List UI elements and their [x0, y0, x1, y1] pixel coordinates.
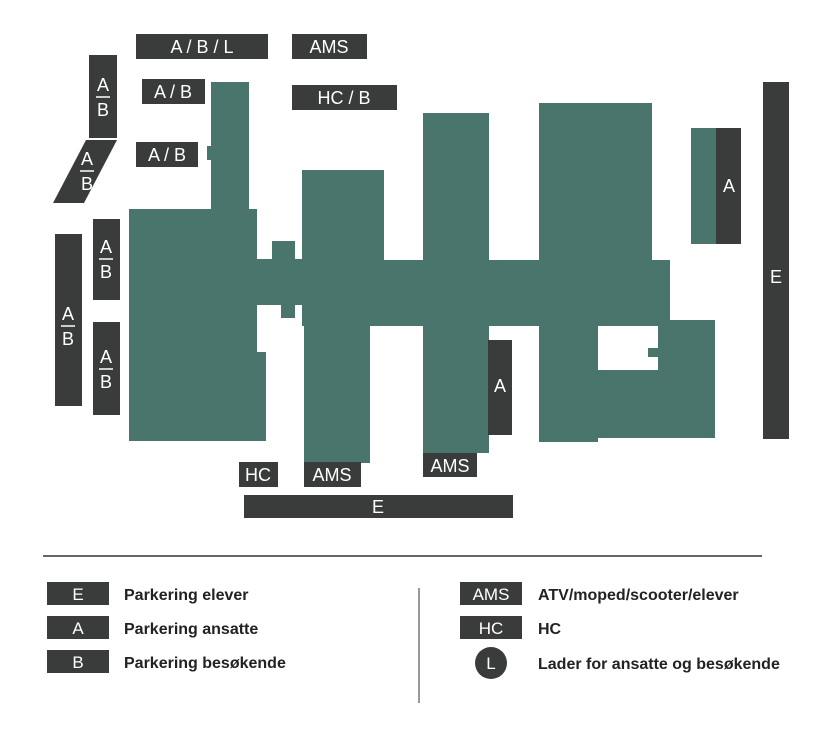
- parking-zone-label: A / B: [154, 82, 192, 102]
- parking-zone-label: E: [372, 497, 384, 517]
- parking-zone-east-e[interactable]: E: [763, 82, 789, 439]
- parking-zone-stack-west-long[interactable]: AB: [55, 234, 82, 406]
- legend-key: B: [72, 653, 83, 672]
- parking-zone-upper-ab[interactable]: A / B: [142, 79, 205, 104]
- parking-zone-top-ams[interactable]: AMS: [292, 34, 367, 59]
- parking-zone-label: E: [770, 267, 782, 287]
- building-west-wing: [129, 209, 257, 441]
- parking-zone-label: A: [494, 376, 506, 396]
- parking-zone-label: HC: [245, 465, 271, 485]
- parking-zone-label: A / B / L: [170, 37, 233, 57]
- building-east-nub: [648, 348, 660, 357]
- building-east-north-block: [539, 103, 652, 263]
- legend-label: ATV/moped/scooter/elever: [538, 587, 739, 604]
- parking-zone-stack-north[interactable]: AB: [89, 55, 117, 138]
- parking-zone-label-b: B: [62, 329, 74, 349]
- legend-item-a: A Parkering ansatte: [47, 616, 258, 639]
- parking-zone-stack-west-lower[interactable]: AB: [93, 322, 120, 415]
- building-west-stub-low: [281, 303, 295, 318]
- legend-label: Lader for ansatte og besøkende: [538, 656, 780, 673]
- parking-zone-label-a: A: [100, 347, 112, 367]
- legend-label: Parkering ansatte: [124, 621, 258, 638]
- legend-key: AMS: [473, 585, 510, 604]
- parking-zone-label-a: A: [62, 304, 74, 324]
- building-north-tower: [211, 82, 249, 210]
- parking-zone-east-a[interactable]: A: [716, 128, 741, 244]
- legend-key: E: [72, 585, 83, 604]
- building-east-extension: [658, 320, 715, 438]
- parking-zone-south-ams-right[interactable]: AMS: [423, 453, 477, 477]
- parking-zone-label: AMS: [430, 456, 469, 476]
- parking-zone-label-b: B: [100, 262, 112, 282]
- parking-zone-south-ams-left[interactable]: AMS: [304, 462, 361, 487]
- building-central-block: [423, 113, 489, 453]
- legend-item-b: B Parkering besøkende: [47, 650, 286, 673]
- building-west-annex: [250, 352, 266, 441]
- building-northeast-annex: [691, 128, 717, 244]
- building-west-connector: [250, 259, 305, 305]
- parking-zone-label: AMS: [309, 37, 348, 57]
- legend-item-ams: AMS ATV/moped/scooter/elever: [460, 582, 739, 605]
- parking-zone-stack-diagonal[interactable]: AB: [53, 140, 117, 203]
- parking-zone-upper-hcb[interactable]: HC / B: [292, 85, 397, 110]
- parking-zone-label: A / B: [148, 145, 186, 165]
- parking-zone-top-abl[interactable]: A / B / L: [136, 34, 268, 59]
- parking-zone-south-hc[interactable]: HC: [239, 462, 278, 487]
- parking-zone-label-b: B: [81, 174, 93, 194]
- parking-zone-label-a: A: [81, 149, 93, 169]
- legend-item-hc: HC HC: [460, 616, 562, 639]
- parking-zone-stack-west-upper[interactable]: AB: [93, 219, 120, 300]
- parking-zone-label: AMS: [312, 465, 351, 485]
- parking-zone-mid-ab[interactable]: A / B: [136, 142, 198, 167]
- legend-item-e: E Parkering elever: [47, 582, 249, 605]
- parking-zone-south-e[interactable]: E: [244, 495, 513, 518]
- parking-zones: A / B / L AMS A / B HC / B A / B AB AB A…: [53, 34, 789, 518]
- legend: E Parkering elever A Parkering ansatte B…: [47, 582, 780, 679]
- legend-item-l: L Lader for ansatte og besøkende: [475, 647, 780, 679]
- legend-label: Parkering elever: [124, 587, 249, 604]
- parking-zone-label-b: B: [100, 372, 112, 392]
- parking-zone-label: HC / B: [317, 88, 370, 108]
- parking-zone-label-b: B: [97, 100, 109, 120]
- legend-label: HC: [538, 621, 562, 638]
- legend-key: A: [72, 619, 84, 638]
- parking-zone-label: A: [723, 176, 735, 196]
- legend-key: HC: [479, 619, 504, 638]
- parking-zone-label-a: A: [100, 237, 112, 257]
- parking-zone-label-a: A: [97, 75, 109, 95]
- building-west-stub: [272, 241, 295, 261]
- school-building: [129, 82, 717, 463]
- charger-icon: [475, 647, 507, 679]
- legend-key: L: [486, 654, 495, 673]
- parking-zone-center-a[interactable]: A: [488, 340, 512, 435]
- building-north-tower-notch: [207, 146, 215, 160]
- legend-label: Parkering besøkende: [124, 655, 286, 672]
- building-middle-south-wing: [304, 320, 370, 463]
